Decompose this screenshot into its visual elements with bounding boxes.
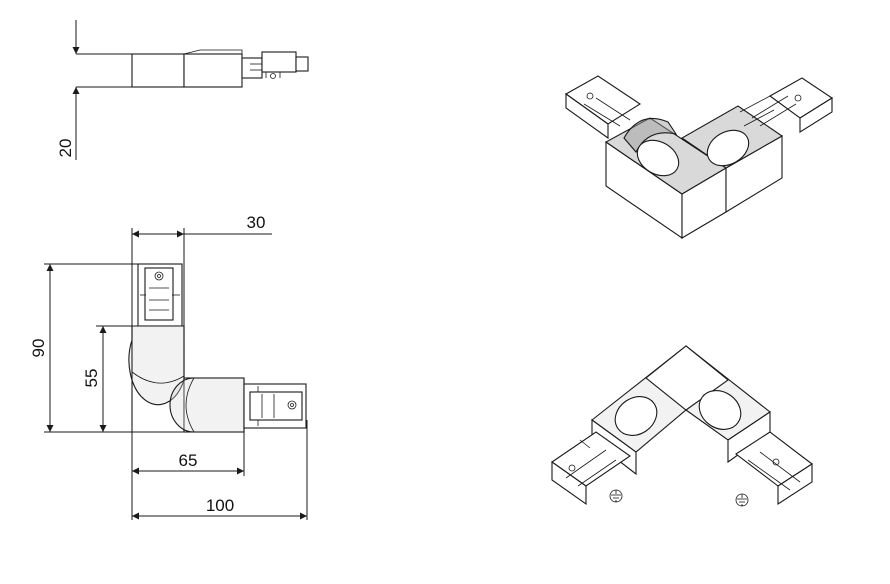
front-view [44,228,308,520]
dim-width-total: 100 [206,496,234,515]
ground-symbol-icon [609,489,623,503]
isometric-view-top [564,75,834,240]
dim-width-inner: 65 [179,451,198,470]
dim-height-side: 20 [56,139,75,158]
ground-symbol-icon [735,493,749,507]
side-view [72,20,309,160]
dim-height-inner: 55 [82,369,101,388]
dim-height-total: 90 [29,339,48,358]
dim-width-top: 30 [247,213,266,232]
isometric-view-bottom [551,345,813,507]
